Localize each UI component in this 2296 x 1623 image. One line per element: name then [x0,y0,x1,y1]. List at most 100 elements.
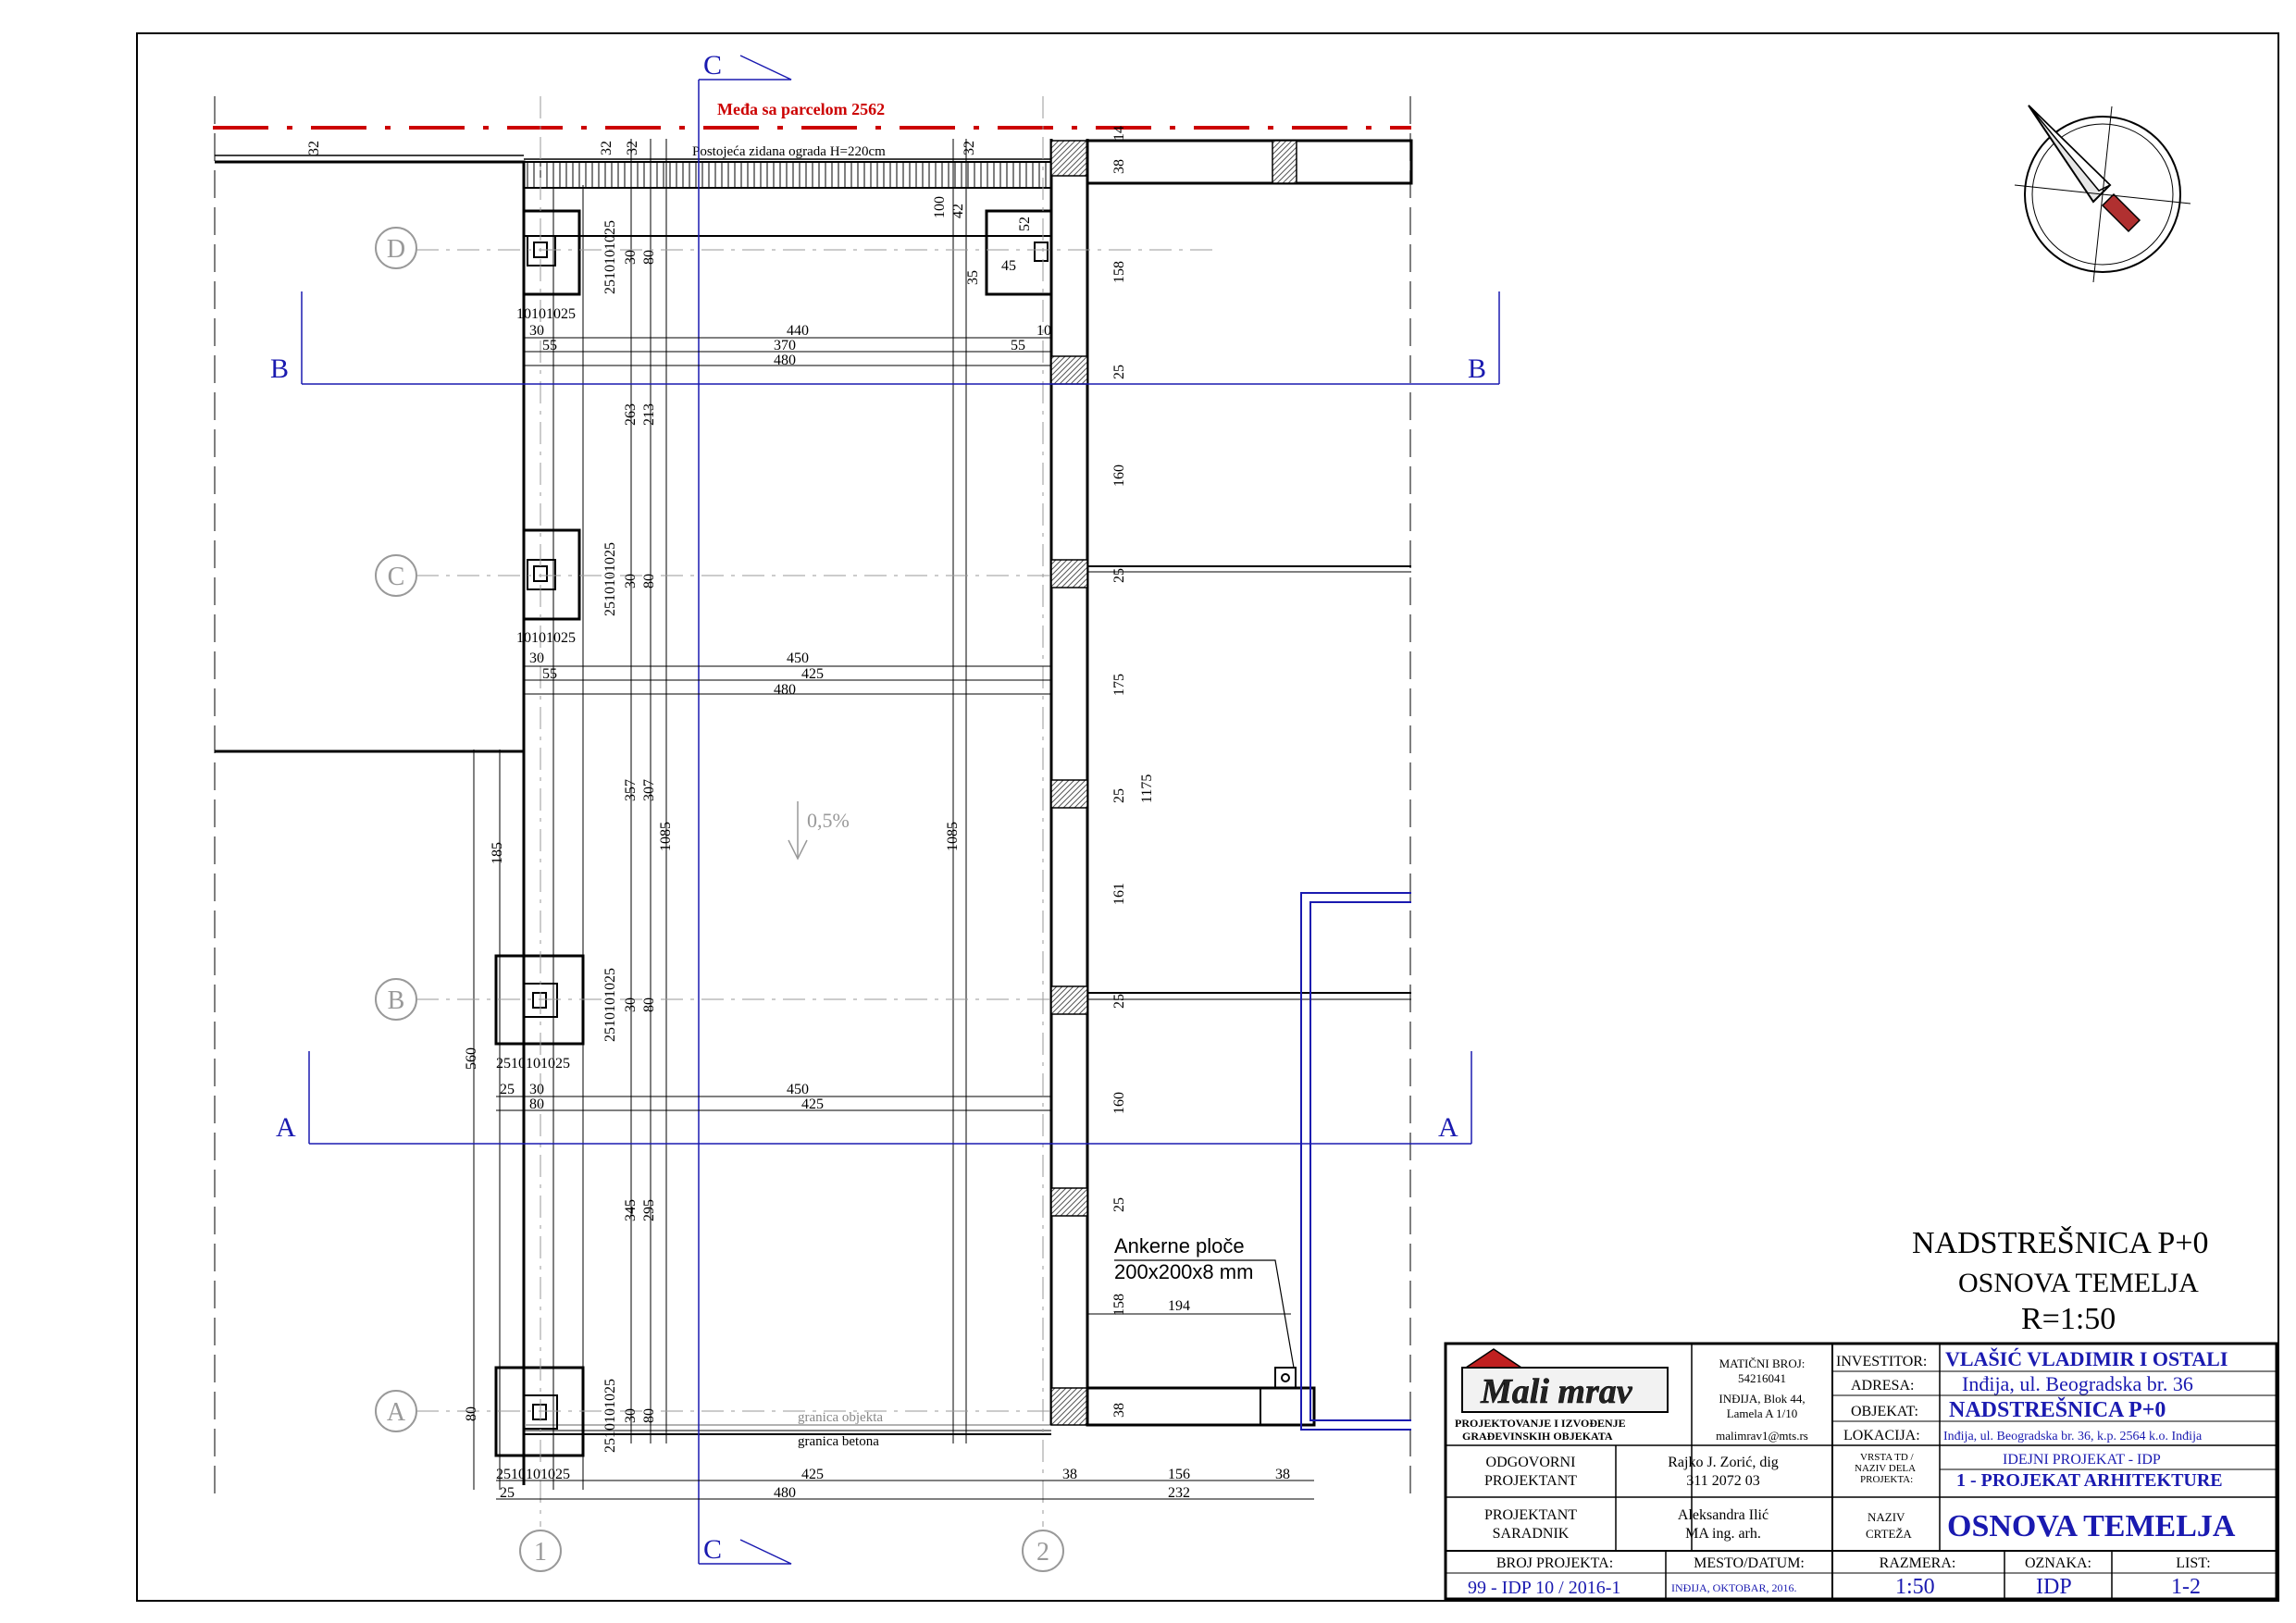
svg-text:MATIČNI BROJ:: MATIČNI BROJ: [1719,1357,1806,1370]
dim-label: 2510101025 [496,1467,570,1482]
svg-text:malimrav1@mts.rs: malimrav1@mts.rs [1716,1429,1808,1443]
logo-text: Mali mrav [1480,1372,1633,1411]
dim-label: 480 [774,682,796,698]
grid-bubble-2: 2 [1022,1530,1064,1572]
dim-label: 38 [1111,159,1127,174]
fence-label: Postojeća zidana ograda H=220cm [692,144,886,159]
td-value-1: IDEJNI PROJEKAT - IDP [2003,1452,2161,1468]
svg-text:INVESTITOR:: INVESTITOR: [1836,1354,1927,1369]
dim-label: 1085 [945,822,961,851]
concrete-limit-label: granica betona [798,1434,879,1449]
dim-label: 156 [1168,1467,1190,1482]
dim-label: 80 [529,1096,544,1112]
svg-text:SARADNIK: SARADNIK [1493,1526,1570,1542]
svg-text:LIST:: LIST: [2176,1555,2210,1571]
company-logo: Mali mrav [1461,1348,1669,1413]
dim-label: 55 [542,338,557,353]
svg-text:INĐIJA, Blok 44,: INĐIJA, Blok 44, [1719,1392,1805,1406]
dim-label: 480 [774,1485,796,1501]
dim-label: 161 [1111,883,1127,905]
logo-caption-1: PROJEKTOVANJE I IZVOĐENJE [1455,1417,1626,1430]
titleblock-labels: INVESTITOR: ADRESA: OBJEKAT: LOKACIJA: V… [1836,1354,1927,1541]
svg-text:Rajko J. Zorić, dig: Rajko J. Zorić, dig [1668,1455,1779,1470]
dim-label: 30 [529,1082,544,1097]
grid-bubble-1: 1 [519,1530,562,1572]
svg-text:MESTO/DATUM:: MESTO/DATUM: [1694,1555,1805,1571]
dim-label: 30 [529,323,544,339]
grid-bubble-C: C [375,554,417,597]
svg-text:Lamela A 1/10: Lamela A 1/10 [1727,1406,1798,1420]
dim-label: 25 [1111,568,1127,583]
section-A-right-label: A [1438,1112,1458,1143]
titleblock-people: ODGOVORNI PROJEKTANT Rajko J. Zorić, dig… [1484,1455,2211,1571]
sheet-value: 1-2 [2171,1575,2201,1599]
dim-label: 232 [1168,1485,1190,1501]
dim-label: 185 [490,842,505,864]
dim-label: 80 [641,574,657,588]
svg-text:VRSTA TD /: VRSTA TD / [1860,1452,1915,1463]
vertical-dimension-lines [473,139,967,1490]
adjacent-building [1086,139,1413,1427]
dimension-labels: 10101025 30 440 10 55 370 55 480 1010102… [496,258,1290,1501]
place-value: INĐIJA, OKTOBAR, 2016. [1671,1581,1796,1594]
titleblock-values: VLAŠIĆ VLADIMIR I OSTALI Inđija, ul. Beo… [1468,1347,2236,1599]
dim-label: 425 [801,666,824,682]
dim-label: 263 [623,403,639,426]
dim-label: 480 [774,353,796,368]
dim-label: 158 [1111,1294,1127,1316]
dim-label: 55 [542,666,557,682]
grid-lines-horizontal [416,249,1212,1412]
svg-text:311 2072 03: 311 2072 03 [1686,1473,1759,1489]
vertical-dimension-labels: 32 32 32 32 263 213 357 307 1085 1085 34… [306,126,1155,1453]
dim-label: 14 [1111,126,1127,141]
dim-label: 10 [1036,323,1051,339]
object-value: NADSTREŠNICA P+0 [1949,1397,2166,1422]
svg-text:C: C [388,563,405,591]
dim-label: 295 [641,1199,657,1221]
svg-text:LOKACIJA:: LOKACIJA: [1843,1428,1920,1443]
svg-text:BROJ PROJEKTA:: BROJ PROJEKTA: [1496,1555,1613,1571]
dim-label: 160 [1111,1092,1127,1114]
dim-label: 100 [932,196,948,218]
dim-label: 25 [1111,1197,1127,1212]
sheet-frame [136,32,2279,1602]
dim-label: 213 [641,403,657,426]
dim-label: 10101025 [516,630,576,646]
dim-label: 30 [623,997,639,1012]
svg-text:RAZMERA:: RAZMERA: [1880,1555,1956,1571]
dim-label: 30 [623,250,639,265]
section-line-B [301,291,1500,385]
svg-text:1: 1 [534,1538,547,1567]
svg-text:ADRESA:: ADRESA: [1851,1378,1914,1394]
north-arrow-icon [2014,105,2191,283]
svg-text:54216041: 54216041 [1738,1371,1786,1385]
svg-text:NAZIV DELA: NAZIV DELA [1855,1463,1916,1474]
dim-label: 80 [641,997,657,1012]
svg-text:PROJEKTANT: PROJEKTANT [1484,1507,1577,1523]
anchor-plates-label: Ankerne ploče [1114,1234,1245,1258]
dim-label: 25 [500,1082,515,1097]
svg-text:PROJEKTANT: PROJEKTANT [1484,1473,1577,1489]
svg-text:PROJEKTA:: PROJEKTA: [1860,1474,1913,1485]
brick-wall-axis-2 [1049,139,1089,1426]
dim-label: 55 [1011,338,1025,353]
section-A-left-label: A [276,1112,296,1143]
dim-label: 560 [464,1047,479,1070]
dim-label: 2510101025 [602,968,618,1042]
svg-text:D: D [387,235,405,264]
section-B-right-label: B [1468,353,1486,384]
drawing-scale: R=1:50 [2021,1302,2116,1336]
drawing-subtitle: OSNOVA TEMELJA [1958,1268,2199,1298]
dim-label: 52 [1017,217,1033,231]
dim-label: 425 [801,1096,824,1112]
dim-label: 32 [599,141,614,155]
dim-label: 38 [1062,1467,1077,1482]
dim-label: 158 [1111,261,1127,283]
title-block [1444,1342,2278,1601]
dim-label: 25 [1111,788,1127,803]
footing-D2 [985,209,1053,296]
section-line-A [308,1051,1472,1145]
svg-text:A: A [387,1398,406,1427]
object-limit-label: granica objekta [798,1410,883,1425]
